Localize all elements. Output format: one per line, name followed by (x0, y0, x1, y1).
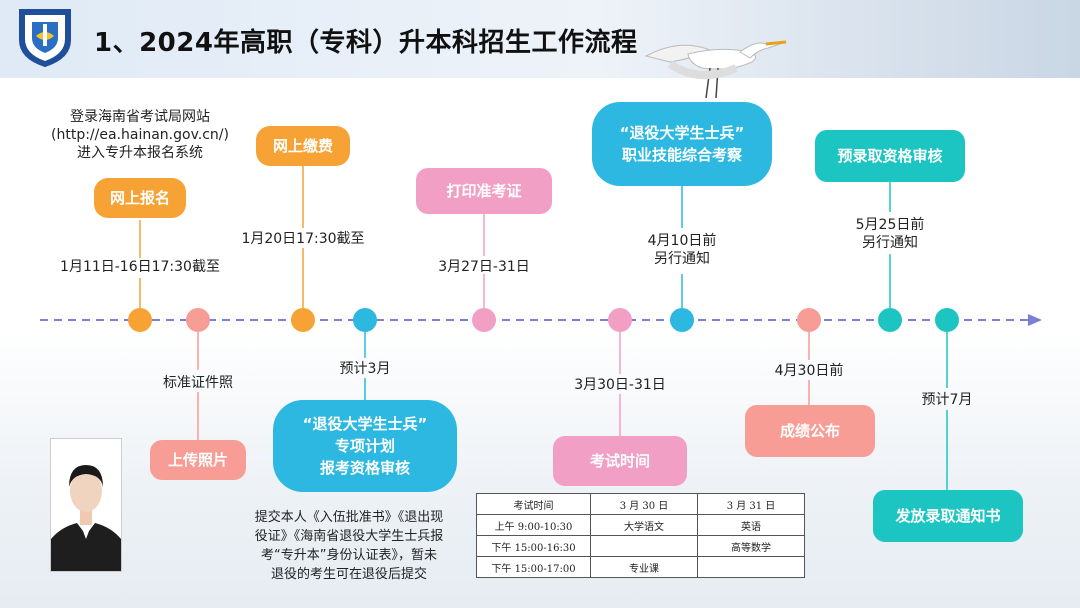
exam-date: 3月30日-31日 (574, 377, 666, 393)
submit-note-line-4: 退役的考生可在退役后提交 (270, 567, 427, 582)
egret-bird-icon (644, 40, 787, 99)
apply-box: 网上报名 (94, 178, 186, 218)
vocational-box-line-2: 职业技能综合考察 (621, 146, 742, 164)
node-special (353, 308, 377, 332)
notice-date: 预计7月 (921, 392, 973, 408)
table-cell (697, 556, 805, 578)
table-cell: 高等数学 (697, 535, 805, 557)
table-cell: 下午 15:00-17:00 (476, 556, 591, 578)
node-vocational (670, 308, 694, 332)
preadmit-date-line-2: 另行通知 (862, 235, 918, 251)
upload-photo-box: 上传照片 (150, 440, 246, 480)
page-title: 1、2024年高职（专科）升本科招生工作流程 (94, 28, 638, 58)
person-photo-icon (51, 439, 121, 571)
apply-date: 1月11日-16日17:30截至 (60, 259, 220, 275)
submit-note-line-1: 提交本人《入伍批准书》《退出现 (254, 510, 444, 525)
node-preadmit (878, 308, 902, 332)
table-header-cell: 3 月 31 日 (697, 493, 805, 515)
notice-box: 发放录取通知书 (873, 490, 1023, 542)
exam-schedule-table: 考试时间 3 月 30 日 3 月 31 日 上午 9:00-10:30 大学语… (476, 493, 805, 578)
vocational-date: 4月10日前 另行通知 (622, 232, 742, 268)
special-box-line-3: 报考资格审核 (319, 459, 410, 477)
special-date: 预计3月 (339, 361, 391, 377)
special-box-line-1: “退役大学生士兵” (302, 415, 428, 433)
exam-site-line-1: 登录海南省考试局网站 (70, 109, 210, 125)
vocational-box-line-1: “退役大学生士兵” (619, 124, 745, 142)
table-row: 下午 15:00-16:30 高等数学 (476, 535, 805, 557)
vocational-date-line-2: 另行通知 (654, 251, 710, 267)
preadmit-box: 预录取资格审核 (815, 130, 965, 182)
school-logo-icon (19, 9, 71, 68)
result-box: 成绩公布 (745, 405, 875, 457)
special-plan-box: “退役大学生士兵” 专项计划 报考资格审核 (273, 400, 457, 492)
table-header-row: 考试时间 3 月 30 日 3 月 31 日 (476, 493, 805, 515)
print-date: 3月27日-31日 (438, 259, 530, 275)
node-pay (291, 308, 315, 332)
table-cell: 专业课 (590, 556, 698, 578)
table-row: 上午 9:00-10:30 大学语文 英语 (476, 514, 805, 536)
node-notice (935, 308, 959, 332)
result-date: 4月30日前 (774, 363, 844, 379)
pay-date: 1月20日17:30截至 (241, 231, 365, 247)
node-print (472, 308, 496, 332)
print-box: 打印准考证 (416, 168, 552, 214)
node-result (797, 308, 821, 332)
node-exam (608, 308, 632, 332)
vocational-date-line-1: 4月10日前 (647, 233, 717, 249)
table-cell: 上午 9:00-10:30 (476, 514, 591, 536)
node-apply (128, 308, 152, 332)
exam-site-note: 登录海南省考试局网站 (http://ea.hainan.gov.cn/) 进入… (40, 108, 240, 162)
preadmit-date-line-1: 5月25日前 (855, 217, 925, 233)
node-photo (186, 308, 210, 332)
vocational-box: “退役大学生士兵” 职业技能综合考察 (592, 102, 772, 186)
timeline-arrow-icon (1028, 314, 1042, 326)
special-box-line-2: 专项计划 (334, 437, 395, 455)
photo-std-note: 标准证件照 (163, 375, 233, 391)
submit-note-line-2: 役证》《海南省退役大学生士兵报 (254, 529, 444, 544)
table-header-cell: 3 月 30 日 (590, 493, 698, 515)
table-row: 下午 15:00-17:00 专业课 (476, 556, 805, 578)
submit-note-line-3: 考“专升本”身份认证表》，暂未 (261, 548, 437, 563)
preadmit-date: 5月25日前 另行通知 (830, 216, 950, 252)
table-cell: 下午 15:00-16:30 (476, 535, 591, 557)
submit-note: 提交本人《入伍批准书》《退出现 役证》《海南省退役大学生士兵报 考“专升本”身份… (240, 508, 458, 584)
table-header-cell: 考试时间 (476, 493, 591, 515)
id-photo (50, 438, 122, 572)
header-bar (0, 0, 1080, 78)
pay-box: 网上缴费 (256, 126, 350, 166)
exam-site-line-2: (http://ea.hainan.gov.cn/) (51, 127, 229, 143)
table-cell: 英语 (697, 514, 805, 536)
table-cell: 大学语文 (590, 514, 698, 536)
exam-time-box: 考试时间 (553, 436, 687, 486)
table-cell (590, 535, 698, 557)
exam-site-line-3: 进入专升本报名系统 (77, 145, 203, 161)
